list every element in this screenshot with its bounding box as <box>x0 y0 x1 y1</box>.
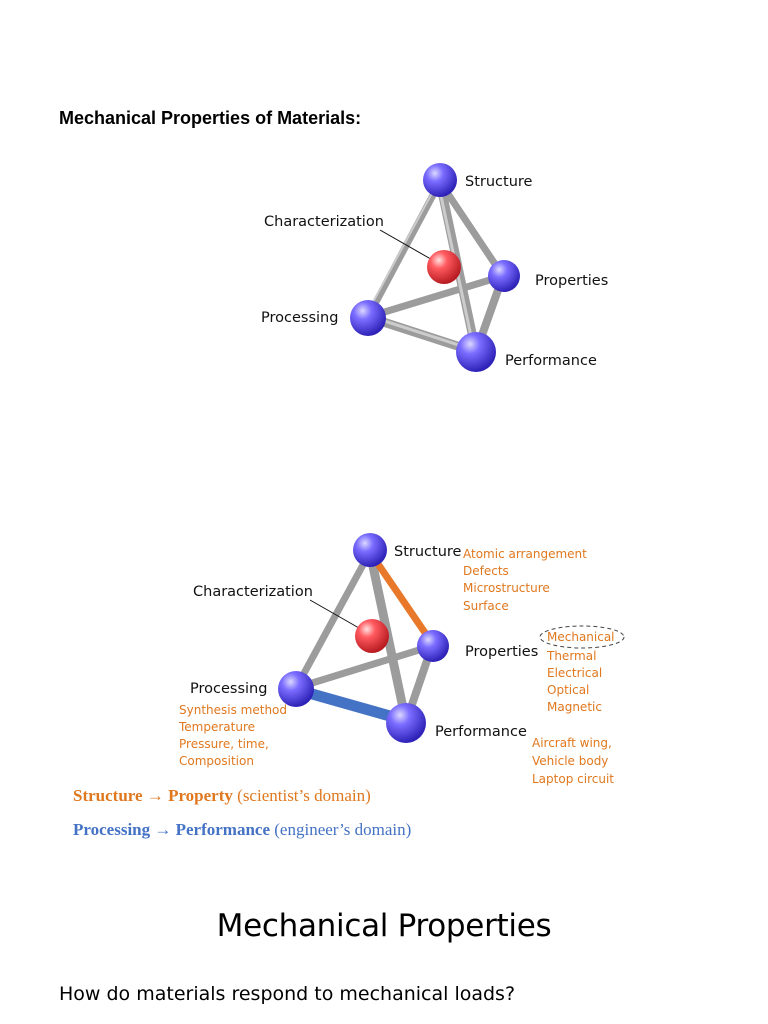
label-characterization: Characterization <box>264 214 384 230</box>
page-heading: Mechanical Properties <box>216 908 552 944</box>
domain-to: Property <box>168 786 233 805</box>
diagram-1: Structure Characterization Properties Pr… <box>261 163 608 372</box>
engineer-domain-line: Processing → Performance (engineer’s dom… <box>73 820 411 840</box>
note-item: Electrical <box>547 666 602 680</box>
note-item: Laptop circuit <box>532 772 614 786</box>
note-item: Mechanical <box>547 630 615 644</box>
characterization-node <box>427 250 461 284</box>
note-item: Vehicle body <box>532 754 608 768</box>
section-title: Mechanical Properties of Materials: <box>59 108 362 128</box>
note-item: Magnetic <box>547 700 602 714</box>
domain-note: (engineer’s domain) <box>274 820 412 839</box>
note-item: Atomic arrangement <box>463 547 587 561</box>
label-processing-2: Processing <box>190 681 267 697</box>
note-item: Temperature <box>178 720 255 734</box>
domain-to: Performance <box>175 820 271 839</box>
processing-node-2 <box>278 671 314 707</box>
label-properties-2: Properties <box>465 644 538 660</box>
label-properties: Properties <box>535 273 608 289</box>
performance-node <box>456 332 496 372</box>
structure-notes: Atomic arrangement Defects Microstructur… <box>463 547 587 613</box>
note-item: Thermal <box>546 649 596 663</box>
label-performance-2: Performance <box>435 724 527 740</box>
label-structure: Structure <box>465 174 533 190</box>
note-item: Microstructure <box>463 581 550 595</box>
label-processing: Processing <box>261 310 338 326</box>
structure-node-2 <box>353 533 387 567</box>
note-item: Aircraft wing, <box>532 736 612 750</box>
processing-node <box>350 300 386 336</box>
processing-performance-edge <box>292 684 410 726</box>
note-item: Defects <box>463 564 509 578</box>
structure-node <box>423 163 457 197</box>
domain-arrow: → <box>146 786 164 805</box>
label-performance: Performance <box>505 353 597 369</box>
properties-node-2 <box>417 630 449 662</box>
domain-arrow: → <box>154 820 172 839</box>
mechanical-highlight <box>539 625 625 649</box>
note-item: Synthesis method <box>179 703 287 717</box>
scientist-domain-line: Structure → Property (scientist’s domain… <box>73 786 371 806</box>
domain-from: Structure <box>73 786 143 805</box>
label-characterization-2: Characterization <box>193 584 313 600</box>
note-item: Optical <box>547 683 589 697</box>
performance-node-2 <box>386 703 426 743</box>
processing-notes: Synthesis method Temperature Pressure, t… <box>178 703 287 768</box>
properties-node <box>488 260 520 292</box>
diagram-2: Structure Characterization Properties Pr… <box>178 533 625 786</box>
performance-notes: Aircraft wing, Vehicle body Laptop circu… <box>532 736 614 786</box>
characterization-node-2 <box>355 619 389 653</box>
note-item: Pressure, time, <box>179 737 269 751</box>
note-item: Composition <box>179 754 254 768</box>
label-structure-2: Structure <box>394 544 462 560</box>
note-item: Surface <box>463 599 509 613</box>
domain-note: (scientist’s domain) <box>237 786 371 805</box>
structure-property-edge <box>374 560 434 644</box>
domain-from: Processing <box>73 820 151 839</box>
question-text: How do materials respond to mechanical l… <box>59 983 516 1005</box>
property-notes: Mechanical Thermal Electrical Optical Ma… <box>546 630 615 714</box>
tetrahedron-diagrams: Structure Characterization Properties Pr… <box>178 163 625 786</box>
